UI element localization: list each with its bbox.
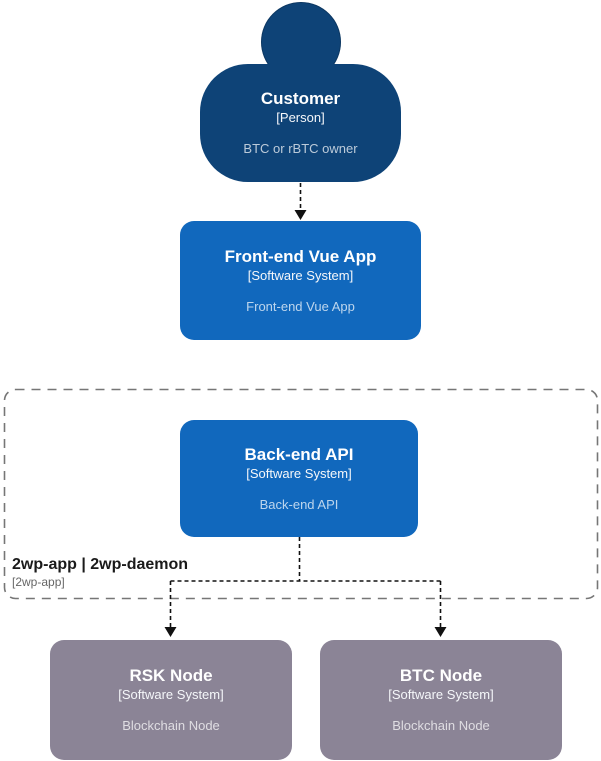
frontend-description: Front-end Vue App <box>246 298 355 314</box>
backend-api-node: Back-end API [Software System] Back-end … <box>180 420 418 537</box>
boundary-2wp-app-label: 2wp-app | 2wp-daemon [2wp-app] <box>12 555 188 590</box>
customer-type-label: [Person] <box>276 110 325 125</box>
btc-node-title: BTC Node <box>399 666 483 685</box>
backend-title: Back-end API <box>244 444 354 464</box>
frontend-type-label: [Software System] <box>247 267 354 283</box>
btc-node-type-label: [Software System] <box>388 687 494 702</box>
boundary-type-label: [2wp-app] <box>12 575 65 589</box>
boundary-title: 2wp-app | 2wp-daemon <box>12 556 189 573</box>
frontend-vue-app-node: Front-end Vue App [Software System] Fron… <box>180 221 421 340</box>
customer-person-node: Customer [Person] BTC or rBTC owner <box>200 64 401 182</box>
rsk-node-title: RSK Node <box>129 666 213 685</box>
frontend-title: Front-end Vue App <box>224 246 377 266</box>
customer-description: BTC or rBTC owner <box>243 141 358 156</box>
backend-description: Back-end API <box>259 496 339 512</box>
rsk-node: RSK Node [Software System] Blockchain No… <box>50 640 292 760</box>
btc-node-description: Blockchain Node <box>392 718 490 733</box>
rsk-node-type-label: [Software System] <box>118 687 224 702</box>
backend-to-rsk-arrowhead <box>164 627 177 637</box>
customer-to-frontend-arrowhead <box>294 210 307 220</box>
customer-title: Customer <box>260 89 341 108</box>
btc-node: BTC Node [Software System] Blockchain No… <box>320 640 562 760</box>
backend-to-btc-arrowhead <box>434 627 447 637</box>
backend-type-label: [Software System] <box>246 465 352 481</box>
rsk-node-description: Blockchain Node <box>122 718 220 733</box>
